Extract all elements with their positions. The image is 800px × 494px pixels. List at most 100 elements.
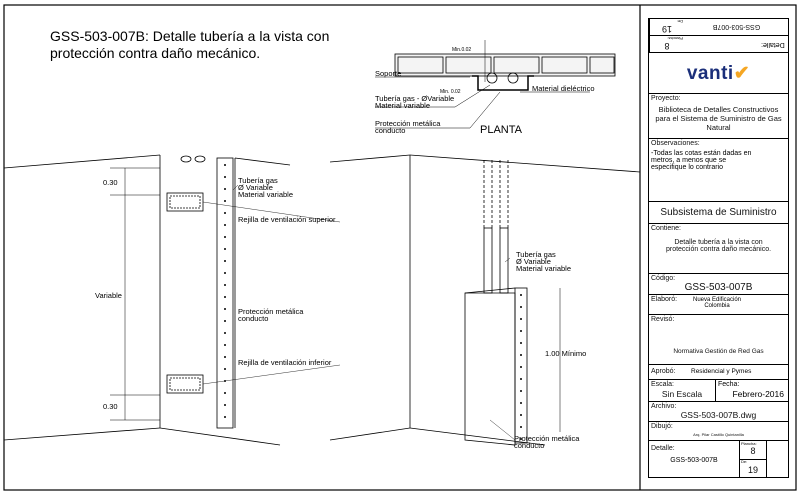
tb-aprobo-value: Residencial y Pymes — [691, 368, 752, 375]
plan-soporte-label: Soporte — [375, 69, 401, 78]
tb-fecha-value: Febrero-2016 — [732, 389, 784, 399]
plan-min-bottom: Min. 0.02 — [440, 89, 461, 95]
tb-escala-label: Escala: — [651, 381, 674, 388]
rivet-dot — [224, 356, 226, 358]
vanti-logo: vanti✔ — [649, 62, 788, 85]
plan-dielectrico-label: Material dieléctrico — [532, 84, 595, 93]
tb-fecha-label: Fecha: — [718, 381, 740, 388]
tb-de-value: 19 — [747, 465, 758, 475]
tb-proyecto-value: Biblioteca de Detalles Constructivos par… — [655, 105, 782, 132]
tb-subsistema: Subsistema de Suministro — [649, 202, 788, 224]
tb-codigo-label: Código: — [651, 275, 676, 282]
tb-contiene: Contiene: Detalle tubería a la vista con… — [649, 224, 788, 274]
tb-plancha-value: 8 — [750, 446, 756, 456]
tb-top-de-value: 19 — [662, 24, 673, 34]
left-conducto-label: conducto — [238, 314, 268, 323]
tb-elaboro-label: Elaboró: — [651, 296, 678, 303]
tb-contiene-value: Detalle tubería a la vista con protecció… — [665, 239, 772, 253]
plan-conducto-label: conducto — [375, 126, 405, 135]
rivet-dot — [520, 330, 522, 332]
rivet-dot — [224, 188, 226, 190]
tb-codigo: Código: GSS-503-007B — [649, 274, 788, 295]
logo-text: vanti — [686, 63, 734, 84]
right-diametro-label: Ø Variable — [516, 257, 551, 266]
rivet-dot — [520, 438, 522, 440]
tb-de-label: De: — [741, 459, 748, 464]
tb-observaciones-value: -Todas las cotas están dadas en metros, … — [651, 150, 752, 171]
rivet-dot — [224, 224, 226, 226]
tb-top-plancha-label: Plancha: — [667, 36, 683, 41]
rivet-dot — [520, 294, 522, 296]
tb-reviso-value: Normativa Gestión de Red Gas — [673, 348, 764, 355]
tb-detalle-value: GSS-503-007B — [670, 457, 718, 464]
tb-archivo-label: Archivo: — [651, 403, 677, 410]
tb-observaciones-label: Observaciones: — [651, 140, 700, 147]
rivet-dot — [224, 332, 226, 334]
tb-top-row-1: 19 De: GSS-503-007B — [649, 19, 788, 36]
drawing-title-line2: protección contra daño mecánico. — [50, 45, 260, 61]
tb-contiene-label: Contiene: — [651, 225, 681, 232]
tb-escala-fecha: Escala: Sin Escala Fecha: Febrero-2016 — [649, 380, 788, 402]
tb-detalle-label: Detalle: — [651, 445, 675, 452]
rivet-dot — [520, 426, 522, 428]
plan-min-top: Min.0.02 — [452, 47, 471, 53]
tb-observaciones: Observaciones: -Todas las cotas están da… — [649, 139, 788, 202]
tb-top-plancha-value: 8 — [664, 41, 670, 51]
tb-top-detalle-label: Detalle: — [761, 41, 785, 48]
rivet-dot — [520, 318, 522, 320]
rivet-dot — [224, 236, 226, 238]
right-proteccion-label: Protección metálica — [514, 434, 580, 443]
tb-dibujo-label: Dibujó: — [651, 423, 673, 430]
plan-view — [375, 40, 616, 129]
rivet-dot — [224, 344, 226, 346]
plan-material-label: Material variable — [375, 101, 430, 110]
plan-proteccion-label: Protección metálica — [375, 119, 441, 128]
rivet-dot — [224, 248, 226, 250]
right-protection-dots — [520, 294, 522, 440]
tb-subsistema-value: Subsistema de Suministro — [660, 207, 777, 218]
rivet-dot — [224, 392, 226, 394]
right-minimo-label: 1.00 Mínimo — [545, 349, 586, 358]
tb-plancha-label: Plancha: — [741, 441, 757, 446]
left-elevation — [3, 154, 341, 446]
left-tuberia-label: Tubería gas — [238, 176, 278, 185]
tb-top-row-2: 8 Plancha: Detalle: — [649, 36, 788, 53]
rivet-dot — [224, 368, 226, 370]
rivet-dot — [520, 378, 522, 380]
left-dim-top: 0.30 — [103, 178, 118, 187]
tb-proyecto-label: Proyecto: — [651, 95, 681, 102]
title-block: 19 De: GSS-503-007B 8 Plancha: Detalle: … — [648, 18, 789, 478]
drawing-title-line1: GSS-503-007B: Detalle tubería a la vista… — [50, 28, 329, 44]
left-dim-mid: Variable — [95, 291, 122, 300]
left-protection-dots — [224, 164, 226, 418]
left-diametro-label: Ø Variable — [238, 183, 273, 192]
rivet-dot — [224, 176, 226, 178]
left-rejilla-inf-label: Rejilla de ventilación inferior — [238, 358, 332, 367]
left-dim-bottom: 0.30 — [103, 402, 118, 411]
rivet-dot — [224, 284, 226, 286]
tb-elaboro: Elaboró: Nueva Edificación Colombia — [649, 295, 788, 315]
tb-proyecto: Proyecto: Biblioteca de Detalles Constru… — [649, 94, 788, 139]
tb-logo-row: vanti✔ — [649, 53, 788, 94]
sheet-border — [3, 4, 797, 491]
tb-escala-value: Sin Escala — [661, 389, 703, 399]
rivet-dot — [224, 308, 226, 310]
tb-archivo-value: GSS-503-007B.dwg — [680, 410, 757, 420]
tb-aprobo-label: Aprobó: — [651, 368, 676, 375]
left-proteccion-label: Protección metálica — [238, 307, 304, 316]
tb-reviso: Revisó: Normativa Gestión de Red Gas — [649, 315, 788, 365]
tb-dibujo-value: Arq. Pilar Castillo Quintanilla — [693, 432, 744, 437]
tb-dibujo: Dibujó: Arq. Pilar Castillo Quintanilla — [649, 422, 788, 441]
rivet-dot — [224, 296, 226, 298]
rivet-dot — [224, 212, 226, 214]
tb-elaboro-value: Nueva Edificación Colombia — [692, 297, 742, 309]
rivet-dot — [224, 320, 226, 322]
right-conducto-label: conducto — [514, 441, 544, 450]
right-material-label: Material variable — [516, 264, 571, 273]
rivet-dot — [224, 272, 226, 274]
tb-detalle: Detalle: GSS-503-007B Plancha: 8 De: 19 — [649, 441, 788, 478]
plan-tuberia-label: Tubería gas - ØVariable — [375, 94, 454, 103]
rivet-dot — [224, 416, 226, 418]
left-rejilla-sup-label: Rejilla de ventilación superior — [238, 215, 336, 224]
